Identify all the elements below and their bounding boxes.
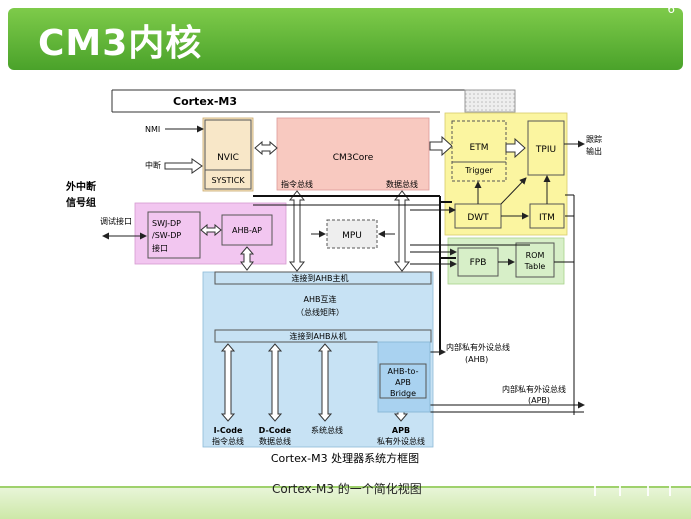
title-banner [8,8,683,70]
debug-port-label: 调试接口 [100,216,132,226]
dwt-label: DWT [467,213,489,223]
int-ppb-ahb-label-2: (AHB) [465,355,488,364]
data-bus-label: 数据总线 [386,179,418,189]
rom-label-1: ROM [526,251,545,260]
system-bus-arrow [317,343,333,422]
data-bus-arrow [393,190,411,272]
fpb-block [457,247,499,277]
ext-int-group-label-2: 信号组 [66,196,96,209]
page-number: 6 [667,2,675,16]
etm-block [451,120,507,182]
instr-bus-label: 指令总线 [281,179,313,189]
ext-int-group-label-1: 外中断 [65,180,96,193]
swj-label-1: SWJ-DP [152,219,181,228]
diagram-caption: Cortex-M3 处理器系统方框图 [271,451,419,465]
ahb-master-bar [214,271,432,285]
apb-label-1: APB [392,426,410,435]
etm-label: ETM [470,143,489,153]
slide-subtitle: Cortex-M3 的一个简化视图 [272,482,422,496]
private-bus-lines [253,195,456,352]
swj-label-2: /SW-DP [152,231,181,240]
apb-bridge-block [379,363,427,399]
systick-label: SYSTICK [211,176,245,185]
interrupt-arrow [164,158,203,174]
apb-bridge-label-2: APB [395,378,411,387]
itm-label: ITM [539,213,555,223]
ahb-ap-label: AHB-AP [232,226,262,235]
core-region [276,117,430,191]
trace-output-label-1: 跟踪 [586,134,602,144]
trace-output-label-2: 输出 [586,146,602,156]
trigger-label: Trigger [464,166,493,175]
ahb-matrix-label-2: （总线矩阵） [296,307,344,317]
itm-block [529,203,565,229]
mpu-label: MPU [342,231,362,241]
icode-label-1: I-Code [214,426,243,435]
apb-bridge-label-1: AHB-to- [388,367,419,376]
rom-table-block [515,242,555,278]
tpiu-block [527,120,565,176]
int-ppb-ahb-label-1: 内部私有外设总线 [446,342,510,352]
ahb-master-label: 连接到AHB主机 [292,273,349,283]
page-title: CM3内核 [38,23,203,64]
mpu-block [326,219,378,249]
apb-bridge-label-3: Bridge [390,389,416,398]
dwt-block [454,203,502,229]
apb-line [430,194,585,415]
int-ppb-apb-label-2: (APB) [528,396,550,405]
tpiu-label: TPIU [535,145,556,155]
ahb-slave-label: 连接到AHB从机 [290,331,347,341]
nvic-label: NVIC [217,153,239,163]
apb-label-2: 私有外设总线 [377,436,425,446]
icode-arrow [220,343,236,422]
footer-tree-decoration [587,462,676,496]
nvic-core-arrow [254,140,278,156]
swj-ahbap-arrow [200,223,222,237]
cm3core-label: CM3Core [333,153,374,163]
swj-label-3: 接口 [152,243,168,253]
systick-block [204,169,252,190]
system-bus-label: 系统总线 [311,425,343,435]
cortex-m3-frame [111,89,516,113]
dcode-label-1: D-Code [259,426,292,435]
frame-label: Cortex-M3 [173,95,237,108]
dcode-label-2: 数据总线 [259,436,291,446]
ahb-ap-block [221,214,273,246]
etm-tpiu-arrow [505,137,526,159]
nvic-region [202,117,254,192]
ahbap-bus-arrow [239,246,255,271]
core-etm-arrow [429,135,453,157]
swj-dp-block [147,211,201,259]
fpb-label: FPB [470,258,487,268]
footer-band [0,488,691,519]
dcode-arrow [267,343,283,422]
icode-label-2: 指令总线 [212,436,244,446]
rom-label-2: Table [524,262,546,271]
int-ppb-apb-label-1: 内部私有外设总线 [502,384,566,394]
ahb-matrix-label-1: AHB互连 [304,294,337,304]
interrupt-label: 中断 [145,160,161,170]
ahb-slave-bar [214,329,432,343]
nmi-label: NMI [145,125,160,134]
footer-line [0,486,691,488]
instr-bus-arrow [288,190,306,272]
